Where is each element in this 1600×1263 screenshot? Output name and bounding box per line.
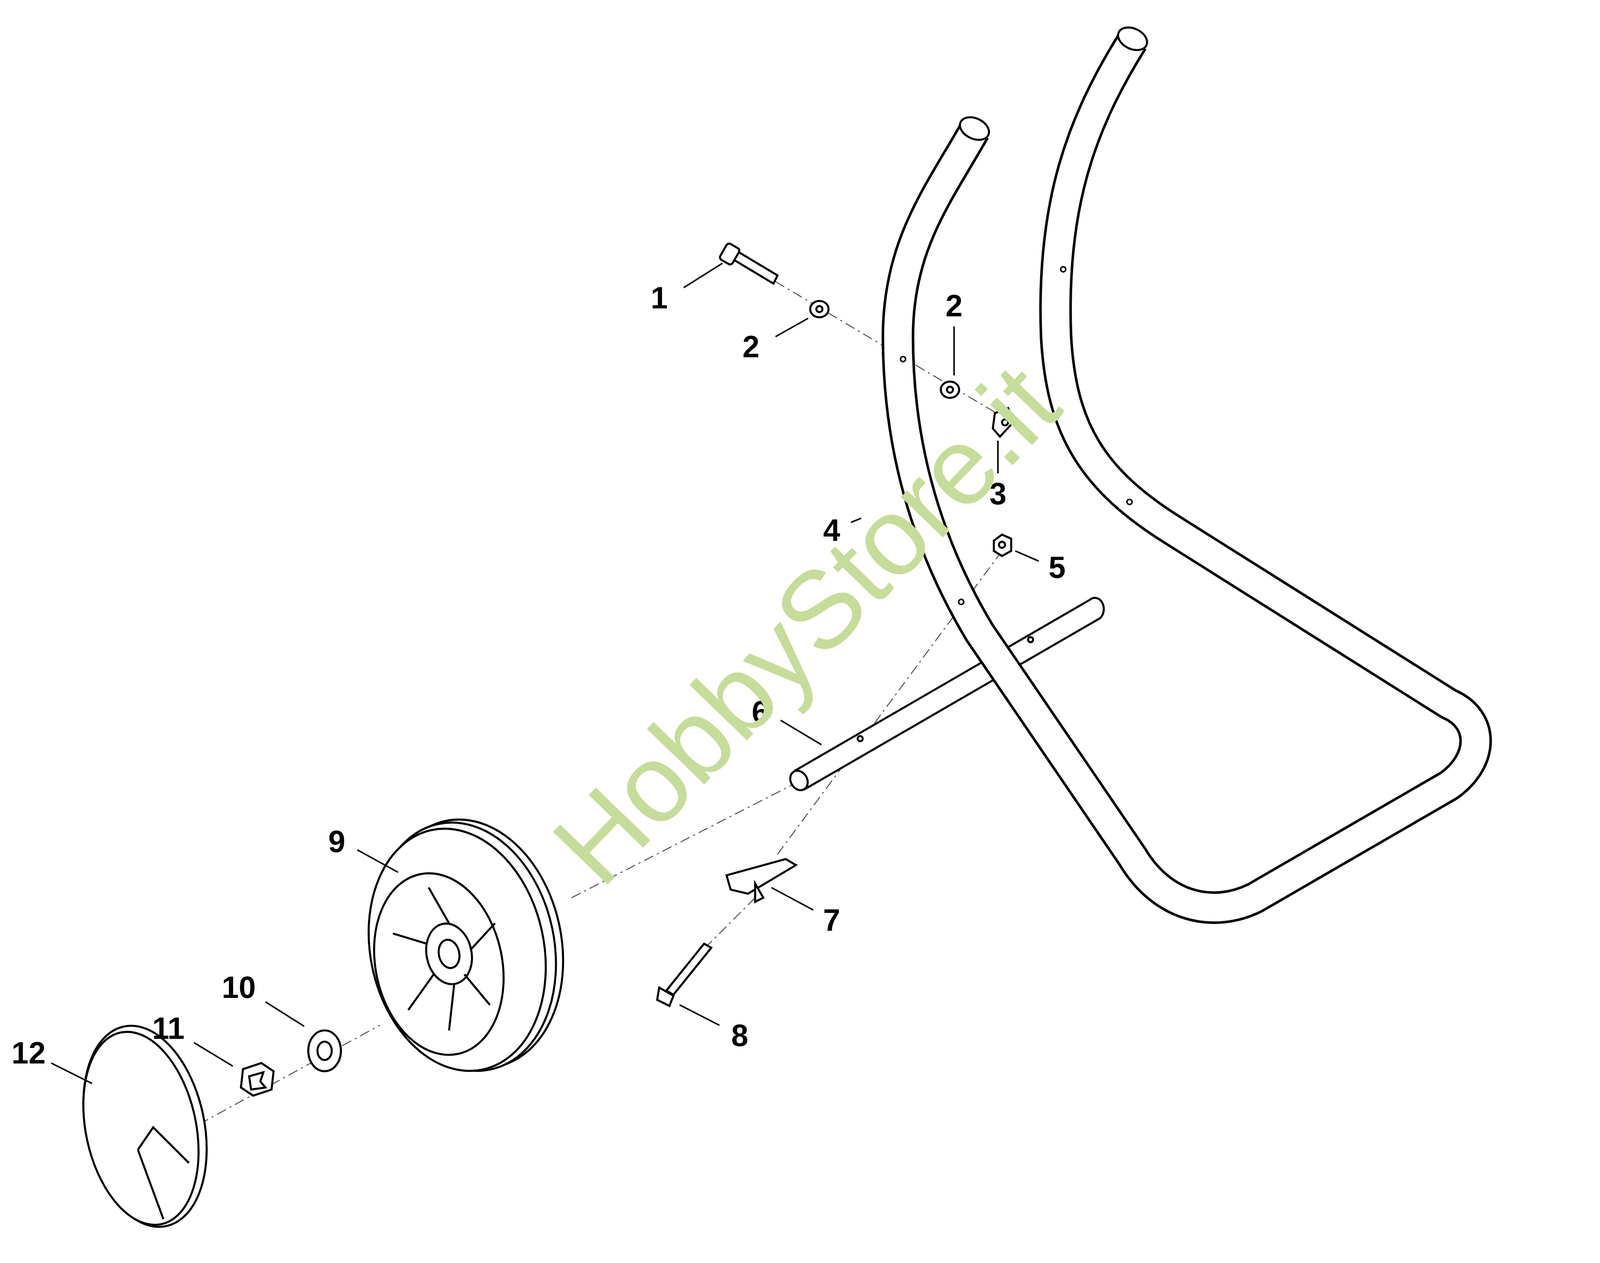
hub-cap-part [137, 1149, 164, 1220]
hardware-part [666, 943, 712, 995]
dash-lines-part [199, 1025, 380, 1125]
clip-part [240, 1063, 274, 1096]
wheel-part [393, 887, 496, 1031]
callout-number: 9 [328, 826, 346, 858]
wheel-part [435, 937, 462, 971]
washer-part [317, 1041, 332, 1060]
handle-frame-part [1114, 23, 1151, 55]
callout-number: 1 [650, 282, 668, 314]
watermark: HobbyStore.it [534, 346, 1078, 903]
leader-lines-part [775, 318, 808, 337]
washer-part [308, 1030, 341, 1072]
hardware-part [657, 987, 674, 1006]
dash-lines-part [704, 897, 756, 949]
hardware-part [999, 541, 1006, 548]
handle-frame-part [1127, 499, 1133, 505]
handle-frame-part [900, 356, 906, 362]
callout-number: 2 [742, 331, 760, 363]
hub-cap-part [137, 1127, 189, 1164]
hub-cap-part [66, 1020, 216, 1236]
handle-frame-part [956, 112, 993, 145]
clip-part [249, 1072, 266, 1090]
callout-number: 8 [731, 1020, 749, 1052]
axle-part [857, 736, 863, 742]
callout-number: 5 [1048, 552, 1066, 583]
callout-number: 11 [152, 1013, 185, 1045]
leader-lines-part [357, 849, 399, 872]
leader-lines-part [265, 1001, 305, 1027]
dash-lines [199, 281, 1006, 1125]
hardware-part [732, 250, 778, 284]
handle-frame-part [1060, 266, 1066, 272]
leader-lines-part [51, 1063, 93, 1084]
washer [308, 1030, 341, 1072]
hub-cap [65, 1014, 225, 1239]
leader-lines-part [679, 1005, 720, 1026]
wheel-part [420, 919, 478, 989]
hardware-part [816, 306, 823, 312]
wheel [346, 802, 586, 1089]
hardware-part [718, 242, 741, 266]
handle-frame-part [958, 599, 964, 605]
leader-lines-part [953, 326, 955, 376]
callout-number: 2 [945, 290, 963, 322]
hardware-part [755, 883, 764, 902]
hardware-part [947, 386, 954, 393]
leader-lines-part [683, 263, 723, 288]
leader-lines-part [1015, 550, 1039, 562]
leader-lines-part [193, 1042, 233, 1067]
wheel-part [346, 811, 568, 1088]
clip [240, 1063, 274, 1096]
leader-lines-part [780, 720, 822, 745]
hardware-part [810, 300, 829, 318]
callout-number: 7 [823, 904, 841, 936]
hub-cap-part [65, 1014, 225, 1239]
hardware-part [993, 534, 1012, 556]
leader-lines [51, 263, 1039, 1084]
axle-part [1028, 637, 1034, 643]
axle-part [786, 767, 812, 794]
leader-lines-part [771, 887, 814, 910]
callout-number: 10 [221, 972, 256, 1004]
hardware-part [726, 858, 797, 894]
callout-number: 12 [11, 1037, 46, 1069]
wheel-part [358, 861, 520, 1068]
